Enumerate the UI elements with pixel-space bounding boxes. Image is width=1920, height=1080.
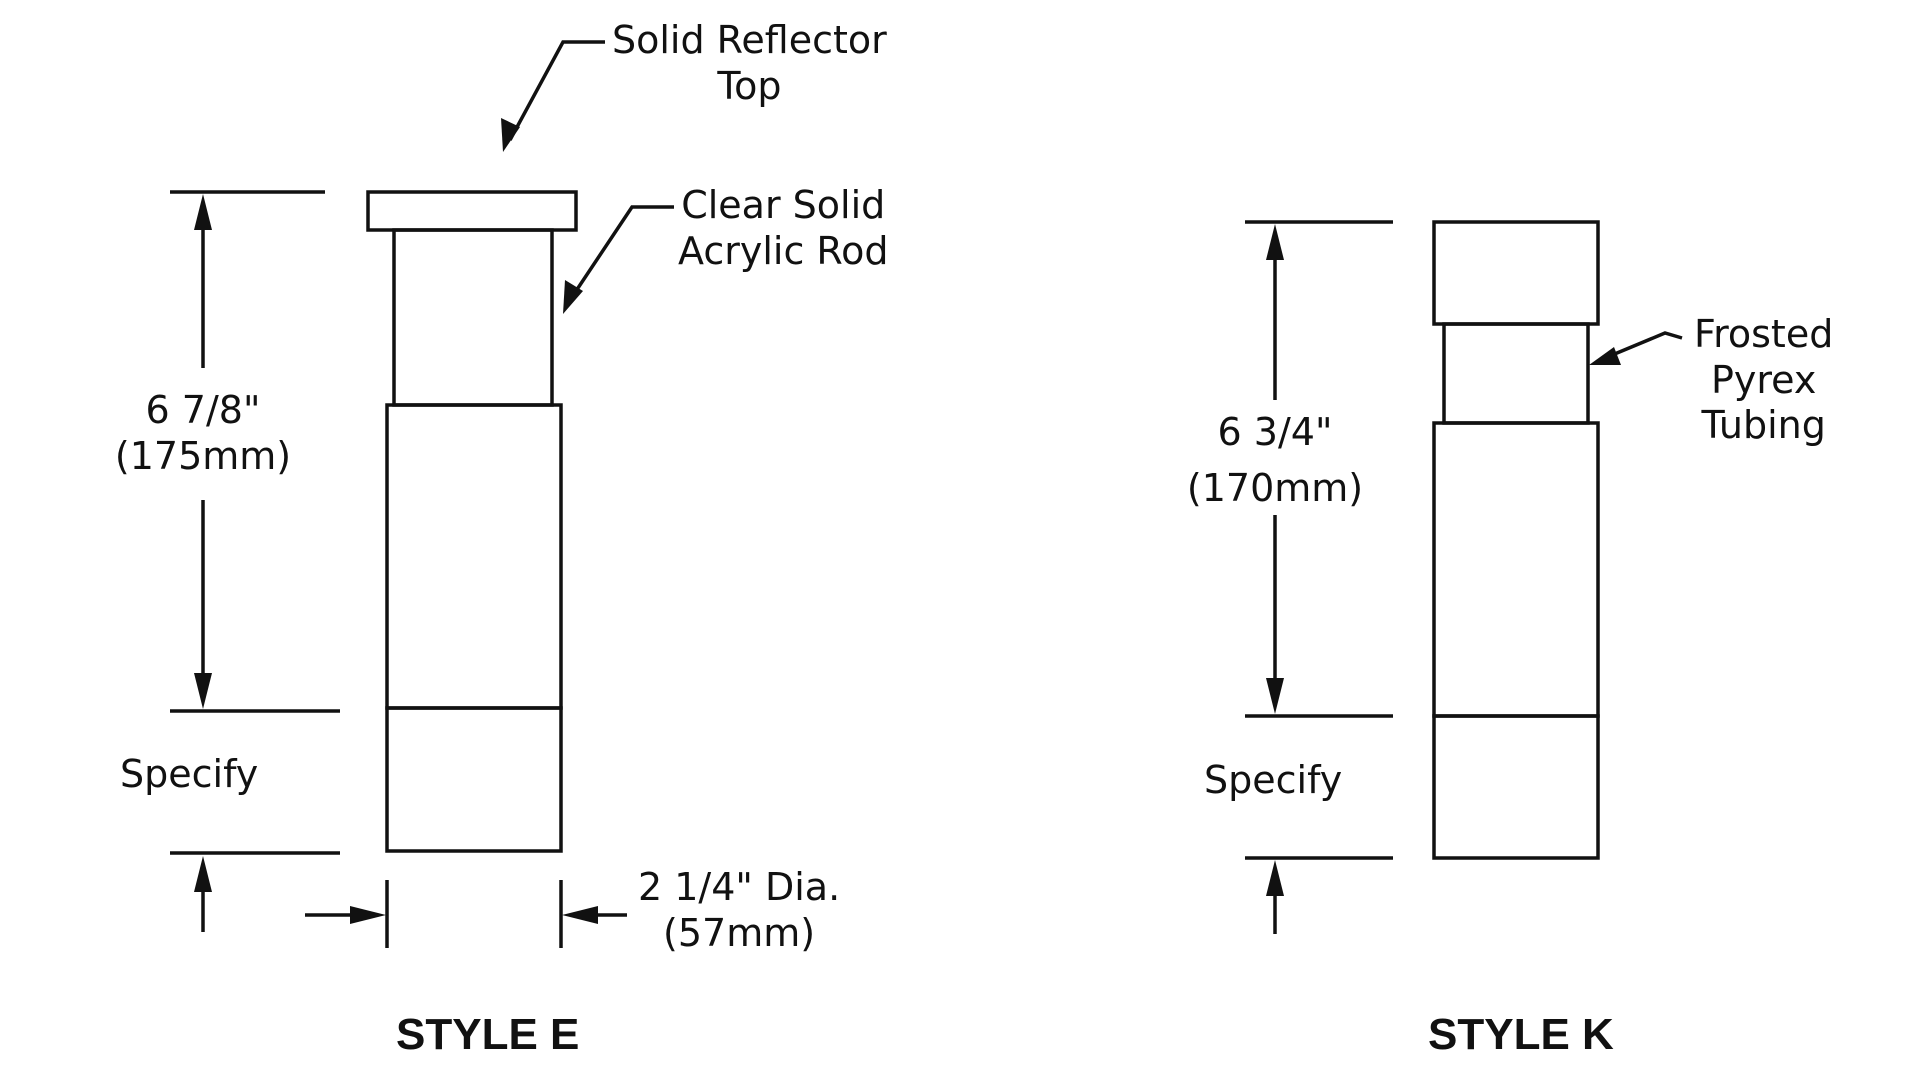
style-k-specify-arrow bbox=[1266, 860, 1284, 896]
style-k-base bbox=[1432, 714, 1600, 860]
style-e-diameter-mm: (57mm) bbox=[663, 910, 816, 955]
style-k-arrow-down bbox=[1266, 678, 1284, 714]
style-e-dia-arrow-left bbox=[350, 906, 386, 924]
style-e-specify-arrow bbox=[194, 856, 212, 892]
style-k-pyrex-label-line1: Frosted bbox=[1694, 312, 1834, 356]
style-e-leader-reflector bbox=[508, 40, 605, 141]
style-e-diameter-label: 2 1/4" Dia. (57mm) bbox=[638, 865, 840, 956]
style-k-pyrex-tube bbox=[1442, 322, 1590, 425]
style-e-rod-label-line1: Clear Solid bbox=[681, 183, 886, 227]
style-e-arrow-down bbox=[194, 673, 212, 709]
style-k-body bbox=[1432, 421, 1600, 718]
style-k-leader-pyrex-arrow bbox=[1589, 347, 1621, 365]
style-e-height-label: 6 7/8" (175mm) bbox=[98, 388, 308, 479]
style-k-cap bbox=[1432, 220, 1600, 326]
style-e-arrow-up bbox=[194, 194, 212, 230]
style-e-diameter-inches: 2 1/4" Dia. bbox=[638, 865, 841, 909]
style-e-height-mm: (175mm) bbox=[114, 433, 292, 478]
style-e-drawing bbox=[170, 40, 674, 948]
style-e-reflector-label-line2: Top bbox=[717, 63, 782, 108]
style-e-height-inches: 6 7/8" bbox=[145, 388, 261, 432]
style-e-acrylic-rod bbox=[392, 228, 554, 407]
style-k-specify-label: Specify bbox=[1204, 758, 1343, 802]
style-k-height-mm: (170mm) bbox=[1186, 465, 1364, 510]
style-k-drawing bbox=[1245, 220, 1683, 934]
style-k-title: STYLE K bbox=[1428, 1010, 1614, 1059]
style-e-reflector-label-line1: Solid Reflector bbox=[612, 18, 887, 62]
style-k-height-inches: 6 3/4" bbox=[1217, 410, 1333, 454]
style-k-height-label: 6 3/4" (170mm) bbox=[1170, 410, 1380, 511]
style-k-pyrex-label-line3: Tubing bbox=[1701, 403, 1826, 448]
style-e-specify-label: Specify bbox=[120, 752, 259, 796]
style-k-arrow-up bbox=[1266, 224, 1284, 260]
style-e-rod-label: Clear Solid Acrylic Rod bbox=[678, 183, 888, 274]
style-e-leader-reflector-arrow bbox=[501, 118, 520, 152]
style-e-reflector-label: Solid Reflector Top bbox=[612, 18, 887, 109]
style-e-rod-label-line2: Acrylic Rod bbox=[678, 228, 889, 273]
style-e-dia-arrow-right bbox=[562, 906, 598, 924]
style-k-pyrex-label: Frosted Pyrex Tubing bbox=[1694, 312, 1833, 449]
style-e-title: STYLE E bbox=[396, 1010, 580, 1059]
style-k-leader-pyrex bbox=[1604, 331, 1683, 360]
style-e-leader-rod-arrow bbox=[563, 280, 583, 314]
style-e-reflector-cap bbox=[366, 190, 578, 232]
style-e-leader-rod bbox=[568, 205, 674, 301]
style-k-pyrex-label-line2: Pyrex bbox=[1710, 357, 1817, 402]
style-e-base bbox=[385, 706, 563, 853]
style-e-body bbox=[385, 403, 563, 710]
